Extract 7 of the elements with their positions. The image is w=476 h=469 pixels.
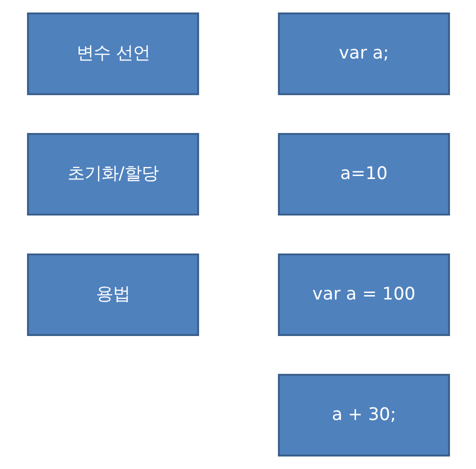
node-box: 초기화/할당 (26, 132, 199, 216)
node-box: var a; (277, 12, 450, 96)
node-box: a + 30; (277, 374, 450, 457)
node-box: 용법 (26, 253, 199, 336)
node-box: a=10 (277, 132, 450, 216)
node-box: 변수 선언 (26, 12, 199, 96)
node-box: var a = 100 (277, 253, 450, 336)
